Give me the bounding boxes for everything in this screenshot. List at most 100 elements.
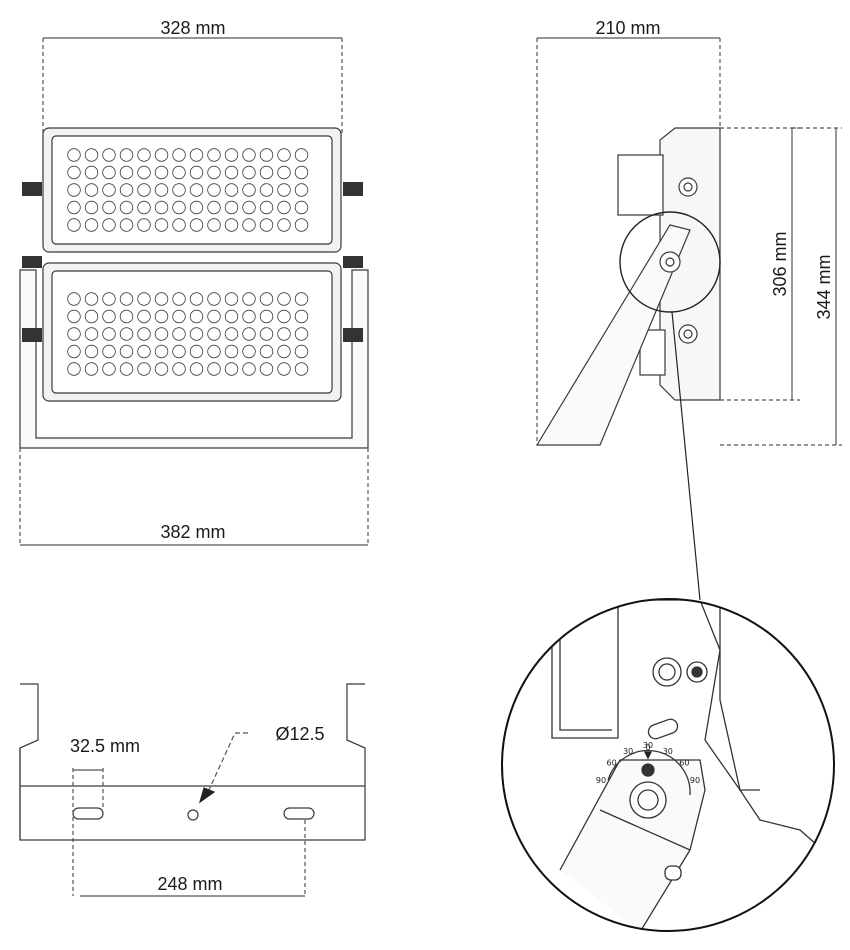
led	[102, 327, 116, 341]
led	[294, 218, 309, 232]
led	[242, 183, 256, 197]
led	[277, 309, 291, 324]
led	[207, 344, 221, 359]
led	[119, 148, 134, 162]
bracket-top-view	[19, 683, 366, 897]
led	[137, 200, 151, 215]
led	[154, 200, 169, 215]
led	[84, 292, 99, 306]
led	[242, 309, 256, 324]
led	[154, 327, 169, 341]
led	[67, 200, 81, 215]
led	[189, 165, 204, 180]
led	[207, 309, 221, 324]
led	[84, 362, 99, 376]
led	[67, 327, 81, 341]
led	[294, 362, 309, 376]
led	[137, 309, 151, 324]
led	[277, 165, 291, 180]
led	[84, 327, 99, 341]
tilt-tick-label: 90	[690, 776, 700, 785]
led	[154, 344, 169, 359]
led	[172, 309, 186, 324]
led	[102, 344, 116, 359]
led	[67, 148, 81, 162]
led	[259, 218, 274, 232]
led	[67, 309, 81, 324]
led	[84, 183, 99, 197]
led	[189, 309, 204, 324]
led	[277, 292, 291, 306]
led	[172, 183, 186, 197]
led	[189, 218, 204, 232]
led	[277, 344, 291, 359]
led	[189, 327, 204, 341]
led	[137, 183, 151, 197]
tilt-tick-label: 90	[596, 776, 606, 785]
left-knob-lower	[22, 328, 42, 342]
led	[102, 183, 116, 197]
led	[224, 165, 239, 180]
mount-slot-right	[283, 807, 315, 820]
led	[119, 183, 134, 197]
led	[67, 165, 81, 180]
led	[137, 165, 151, 180]
led	[189, 292, 204, 306]
led	[207, 292, 221, 306]
right-knob-upper	[343, 182, 363, 196]
led	[84, 165, 99, 180]
led	[207, 148, 221, 162]
led	[154, 218, 169, 232]
led	[294, 327, 309, 341]
led	[224, 362, 239, 376]
led	[224, 200, 239, 215]
tilt-tick-label: 0	[645, 743, 650, 752]
led-arrays	[67, 148, 309, 376]
led	[224, 344, 239, 359]
led	[102, 362, 116, 376]
led	[154, 183, 169, 197]
led	[84, 200, 99, 215]
led	[242, 292, 256, 306]
led	[119, 165, 134, 180]
led	[224, 327, 239, 341]
bracket-plate	[19, 683, 366, 841]
led	[154, 148, 169, 162]
led	[172, 362, 186, 376]
led	[207, 327, 221, 341]
side-bracket-arm	[535, 224, 691, 446]
led	[224, 292, 239, 306]
right-knob-lower	[343, 328, 363, 342]
led	[154, 309, 169, 324]
led	[84, 344, 99, 359]
dim-label-328: 328 mm	[160, 18, 225, 38]
detail-callout-circle	[619, 211, 721, 313]
detail-zoom-border	[501, 598, 835, 932]
led	[294, 309, 309, 324]
led	[294, 200, 309, 215]
led	[119, 292, 134, 306]
led	[259, 200, 274, 215]
led	[102, 200, 116, 215]
tilt-tick-label: 30	[663, 747, 673, 756]
led	[84, 218, 99, 232]
led	[207, 362, 221, 376]
hole-leader-line	[207, 732, 248, 793]
lower-led-array	[67, 292, 309, 376]
led	[259, 327, 274, 341]
led	[154, 165, 169, 180]
led	[189, 148, 204, 162]
led	[137, 344, 151, 359]
tilt-tick-label: 60	[607, 759, 617, 768]
led	[189, 183, 204, 197]
led	[259, 165, 274, 180]
led	[137, 362, 151, 376]
led	[259, 183, 274, 197]
led	[189, 362, 204, 376]
dim-label-248: 248 mm	[157, 874, 222, 894]
led	[294, 292, 309, 306]
dim-label-382: 382 mm	[160, 522, 225, 542]
dim-label-210: 210 mm	[595, 18, 660, 38]
